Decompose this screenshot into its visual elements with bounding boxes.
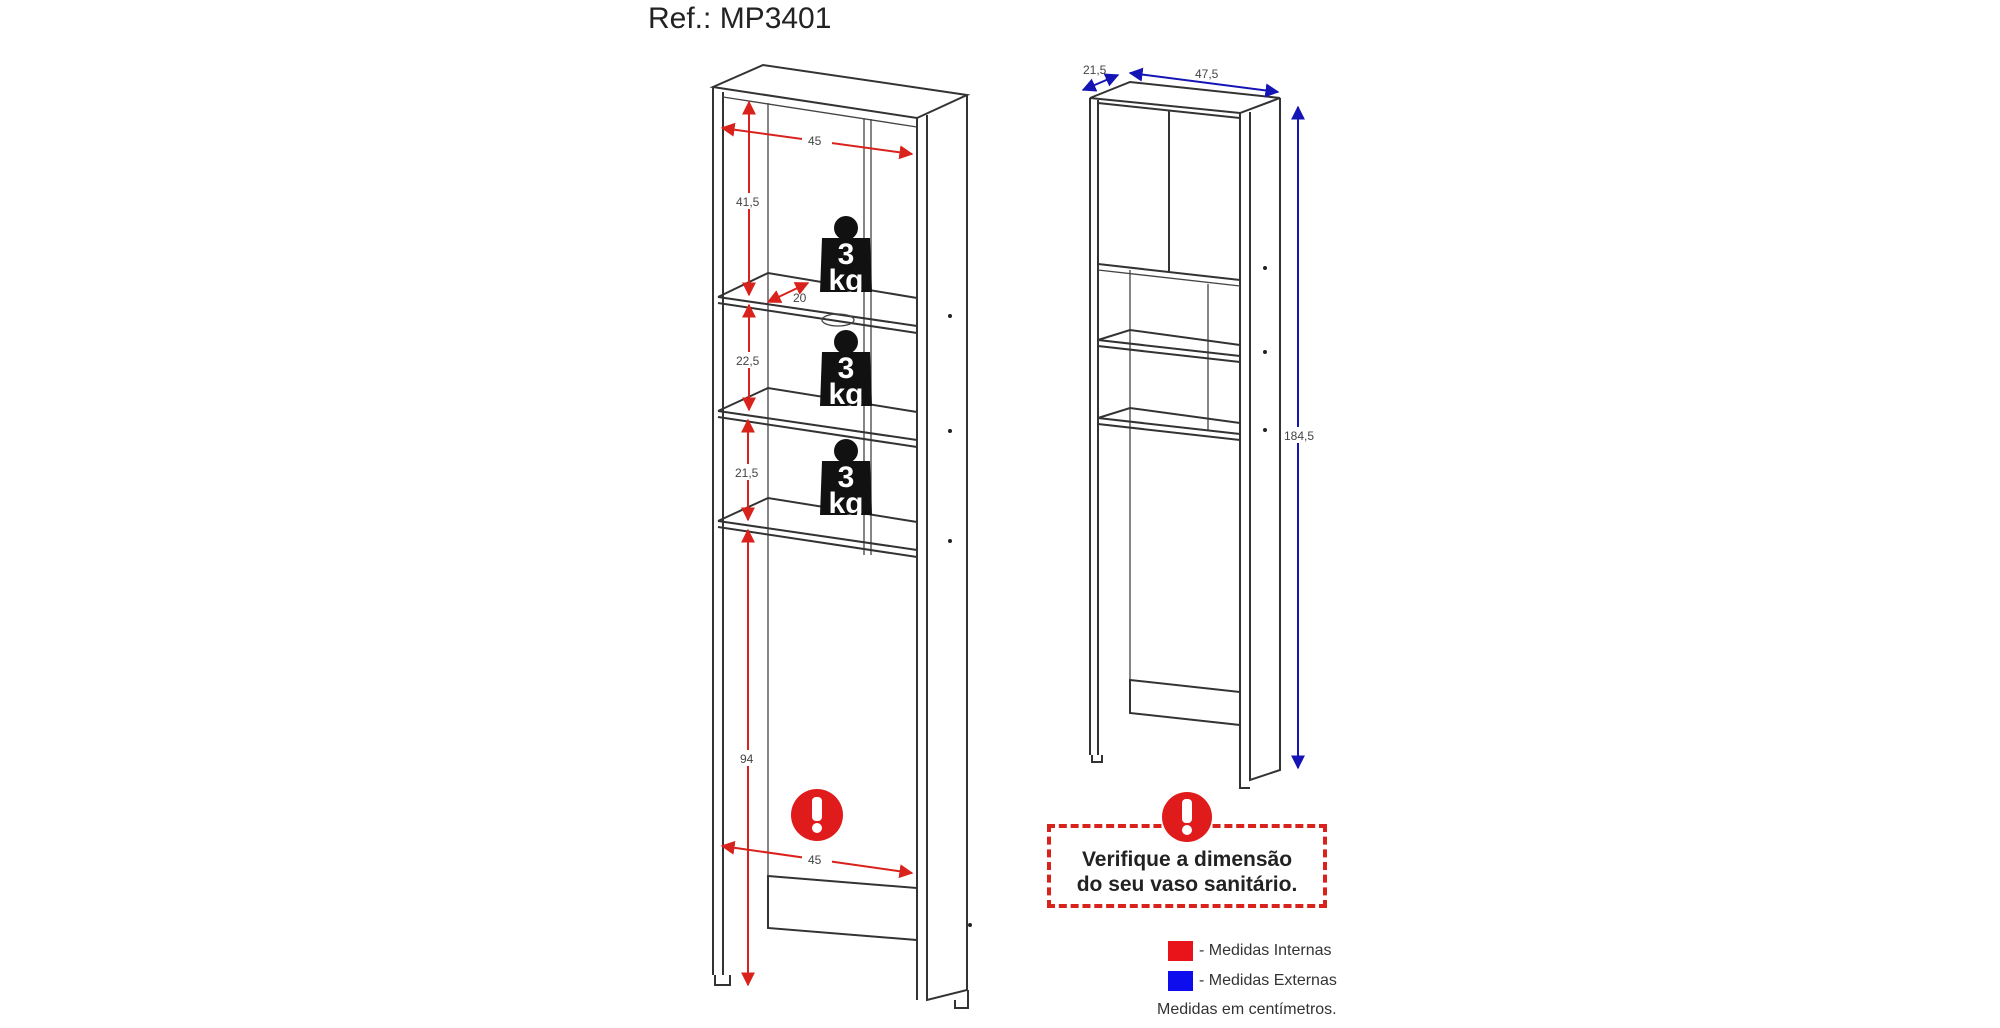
- svg-text:kg: kg: [828, 378, 863, 411]
- closed-cabinet-drawing: [1089, 80, 1281, 789]
- warning-line-2: do seu vaso sanitário.: [1076, 873, 1298, 896]
- warning-icon: [791, 789, 843, 841]
- reference-title: Ref.: MP3401: [648, 2, 832, 35]
- svg-text:kg: kg: [828, 264, 863, 297]
- svg-text:3: 3: [838, 238, 855, 271]
- legend-internal: - Medidas Internas: [1168, 941, 1332, 961]
- width-top-label: 45: [808, 134, 822, 148]
- shelf-depth-label: 20: [793, 291, 807, 305]
- weight-icon: 3 kg: [820, 216, 872, 297]
- svg-text:kg: kg: [828, 487, 863, 520]
- svg-text:3: 3: [838, 352, 855, 385]
- legend-internal-label: - Medidas Internas: [1199, 942, 1332, 959]
- open-shelf-cabinet-drawing: [709, 63, 972, 1009]
- toilet-size-warning-box: Verifique a dimensão do seu vaso sanitár…: [1047, 824, 1327, 908]
- legend-external: - Medidas Externas: [1168, 971, 1337, 991]
- height-label: 184,5: [1284, 429, 1314, 443]
- depth-label: 21,5: [1083, 63, 1107, 77]
- units-note: Medidas em centímetros.: [1157, 1001, 1337, 1018]
- height-low-label: 21,5: [735, 466, 759, 480]
- external-dimensions: 21,5 47,5 184,5: [1081, 63, 1318, 770]
- svg-text:3: 3: [838, 461, 855, 494]
- legend-external-label: - Medidas Externas: [1199, 972, 1337, 989]
- warning-line-1: Verifique a dimensão: [1081, 848, 1293, 871]
- weight-icon: 3 kg: [820, 439, 872, 520]
- width-label: 47,5: [1195, 67, 1219, 81]
- height-mid-label: 22,5: [736, 354, 760, 368]
- internal-dimensions: 45 41,5 20 22,5 21,5 94 45: [720, 100, 914, 987]
- height-bottom-label: 94: [740, 752, 754, 766]
- width-bottom-label: 45: [808, 853, 822, 867]
- red-swatch: [1168, 941, 1193, 961]
- height-top-label: 41,5: [736, 195, 760, 209]
- blue-swatch: [1168, 971, 1193, 991]
- weight-icon: 3 kg: [820, 330, 872, 411]
